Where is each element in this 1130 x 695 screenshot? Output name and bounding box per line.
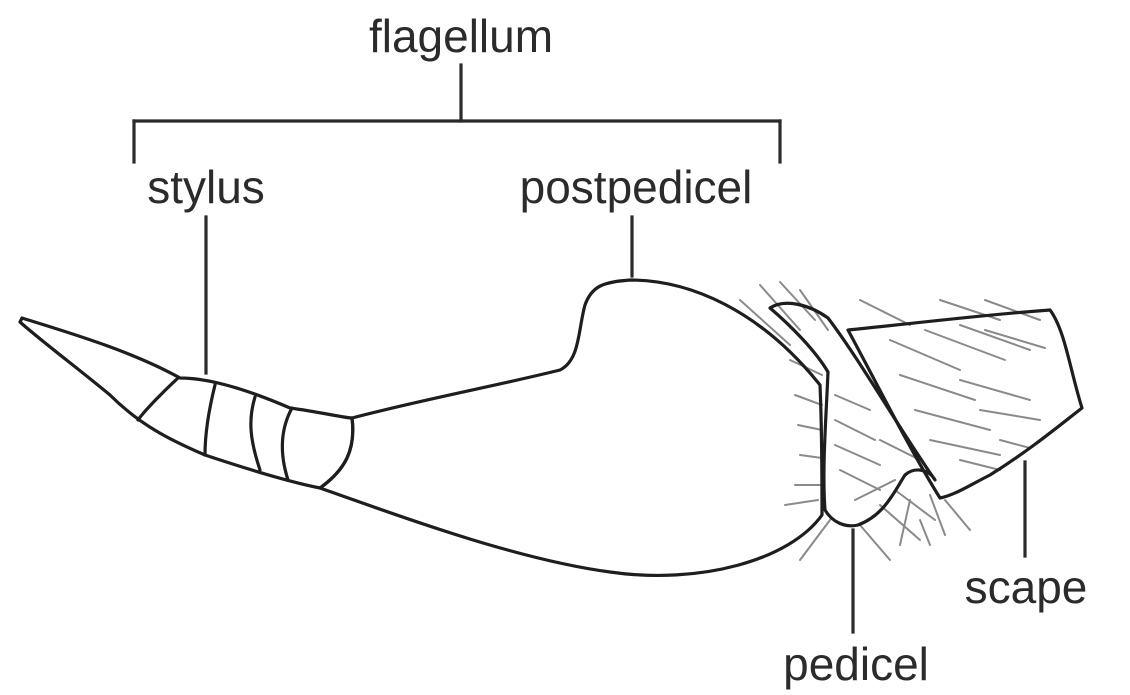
scape-label: scape <box>965 561 1088 613</box>
pedicel-label: pedicel <box>783 638 929 690</box>
flagellum-label: flagellum <box>369 10 553 62</box>
postpedicel-label: postpedicel <box>520 161 753 213</box>
scape <box>848 310 1082 498</box>
stylus <box>20 318 353 488</box>
postpedicel <box>320 280 822 575</box>
stylus-label: stylus <box>147 161 265 213</box>
flagellum-bracket <box>134 65 780 162</box>
